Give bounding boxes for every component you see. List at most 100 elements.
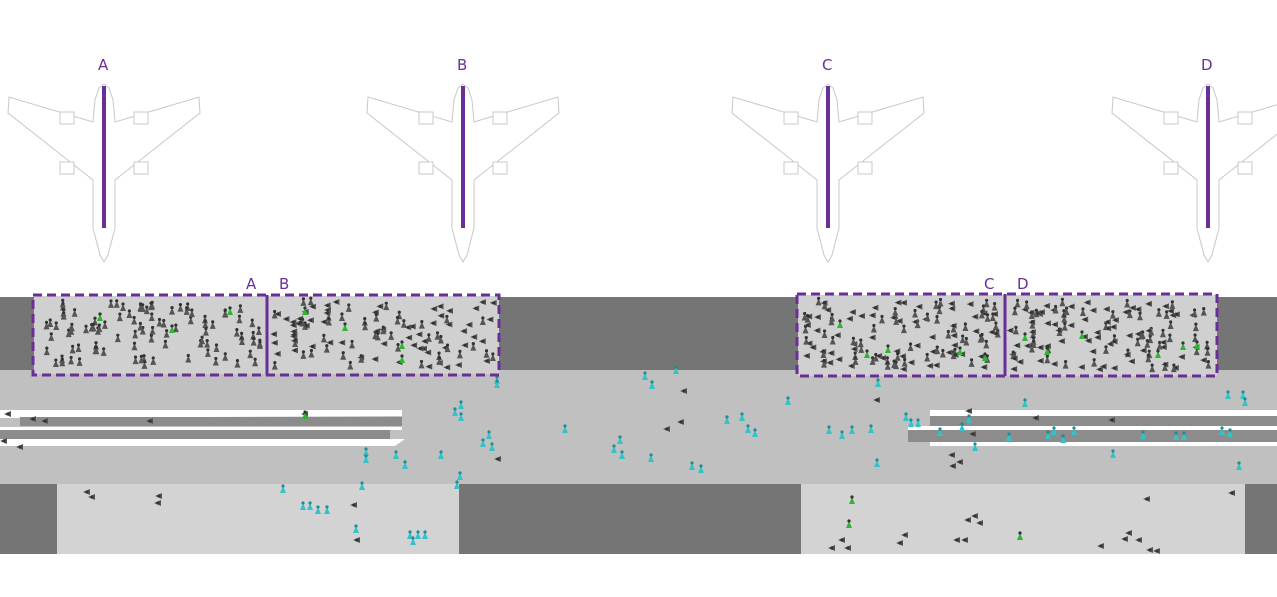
passenger-icon [829, 312, 836, 322]
passenger-icon [1134, 330, 1142, 337]
passenger-icon [848, 309, 856, 316]
passenger-icon [1123, 351, 1131, 358]
passenger-icon [1145, 327, 1153, 334]
passenger-icon [1159, 344, 1167, 351]
passenger-icon [1205, 360, 1212, 369]
passenger-icon [1173, 431, 1179, 440]
passenger-icon [833, 332, 841, 339]
passenger-icon [959, 422, 965, 431]
passenger-icon [1103, 318, 1111, 325]
passenger-icon [88, 494, 95, 500]
passenger-icon [249, 318, 256, 328]
passenger-icon [992, 330, 1000, 337]
passenger-icon [1109, 323, 1117, 330]
passenger-icon [1192, 333, 1199, 342]
zone-label-c: C [984, 275, 994, 293]
passenger-icon [969, 431, 976, 437]
passenger-icon [454, 361, 462, 368]
passenger-icon [978, 309, 985, 319]
passenger-icon [884, 361, 891, 370]
passenger-icon [1043, 320, 1051, 327]
passenger-icon [992, 321, 999, 330]
passenger-icon [1177, 353, 1185, 360]
passenger-icon [945, 349, 953, 356]
passenger-icon [300, 501, 306, 510]
passenger-icon [150, 356, 157, 365]
passenger-icon [857, 338, 864, 348]
passenger-icon [1110, 365, 1118, 372]
passenger-icon [562, 424, 568, 433]
passenger-icon [907, 359, 915, 366]
passenger-icon [443, 314, 450, 324]
passenger-icon [739, 412, 745, 421]
zone-label-a: A [246, 275, 257, 293]
passenger-icon [837, 319, 843, 328]
passenger-icon [90, 322, 97, 332]
passenger-icon [326, 339, 334, 346]
passenger-icon [436, 303, 444, 310]
passenger-icon [1081, 316, 1089, 323]
passenger-icon [1028, 310, 1035, 319]
passenger-icon [1102, 345, 1109, 354]
passenger-icon [896, 540, 903, 546]
passenger-icon [875, 352, 883, 359]
passenger-icon [1140, 430, 1146, 439]
passenger-icon [308, 348, 315, 358]
passenger-icon [302, 410, 308, 419]
passenger-icon [802, 352, 810, 359]
passenger-icon [1044, 354, 1051, 364]
passenger-icon [1029, 320, 1036, 329]
passenger-icon [227, 306, 233, 315]
passenger-icon [1063, 306, 1070, 316]
passenger-icon [895, 318, 903, 325]
passenger-icon [827, 350, 835, 357]
passenger-icon [838, 537, 845, 543]
passenger-icon [1128, 304, 1136, 311]
passenger-icon [363, 454, 369, 463]
passenger-icon [1145, 353, 1152, 363]
passenger-icon [456, 349, 463, 359]
passenger-icon [292, 338, 299, 348]
passenger-icon [1023, 300, 1030, 309]
passenger-icon [949, 463, 956, 469]
passenger-icon [1227, 428, 1233, 437]
passenger-icon [1050, 360, 1058, 367]
passenger-icon [137, 302, 144, 311]
passenger-icon [911, 318, 919, 325]
passenger-icon [803, 322, 811, 329]
passenger-icon [345, 303, 352, 312]
passenger-icon [1036, 344, 1044, 351]
passenger-icon [964, 517, 971, 523]
passenger-icon [405, 334, 413, 341]
passenger-icon [1014, 298, 1021, 308]
passenger-icon [850, 336, 857, 346]
passenger-icon [52, 358, 59, 368]
passenger-icon [43, 346, 50, 356]
passenger-icon [1144, 300, 1152, 307]
passenger-icon [113, 299, 120, 308]
passenger-icon [1125, 332, 1133, 339]
passenger-icon [1199, 357, 1207, 364]
passenger-icon [434, 331, 441, 340]
aircraft-b [366, 83, 560, 264]
passenger-icon [900, 324, 907, 334]
passenger-icon [146, 418, 153, 424]
passenger-icon [894, 299, 902, 306]
passenger-icon [465, 321, 473, 328]
passenger-icon [932, 362, 940, 369]
passenger-icon [350, 502, 357, 508]
passenger-icon [1134, 337, 1141, 347]
passenger-icon [374, 331, 381, 341]
passenger-icon [879, 354, 887, 361]
passenger-icon [1167, 320, 1174, 329]
passenger-icon [1010, 366, 1018, 373]
passenger-icon [353, 537, 360, 543]
passenger-icon [302, 322, 310, 329]
passenger-icon [945, 329, 952, 339]
passenger-icon [844, 545, 851, 551]
passenger-icon [222, 308, 229, 318]
passenger-icon [872, 352, 879, 362]
passenger-icon [204, 348, 211, 357]
passenger-icon [1155, 349, 1161, 358]
passenger-icon [1155, 308, 1162, 317]
